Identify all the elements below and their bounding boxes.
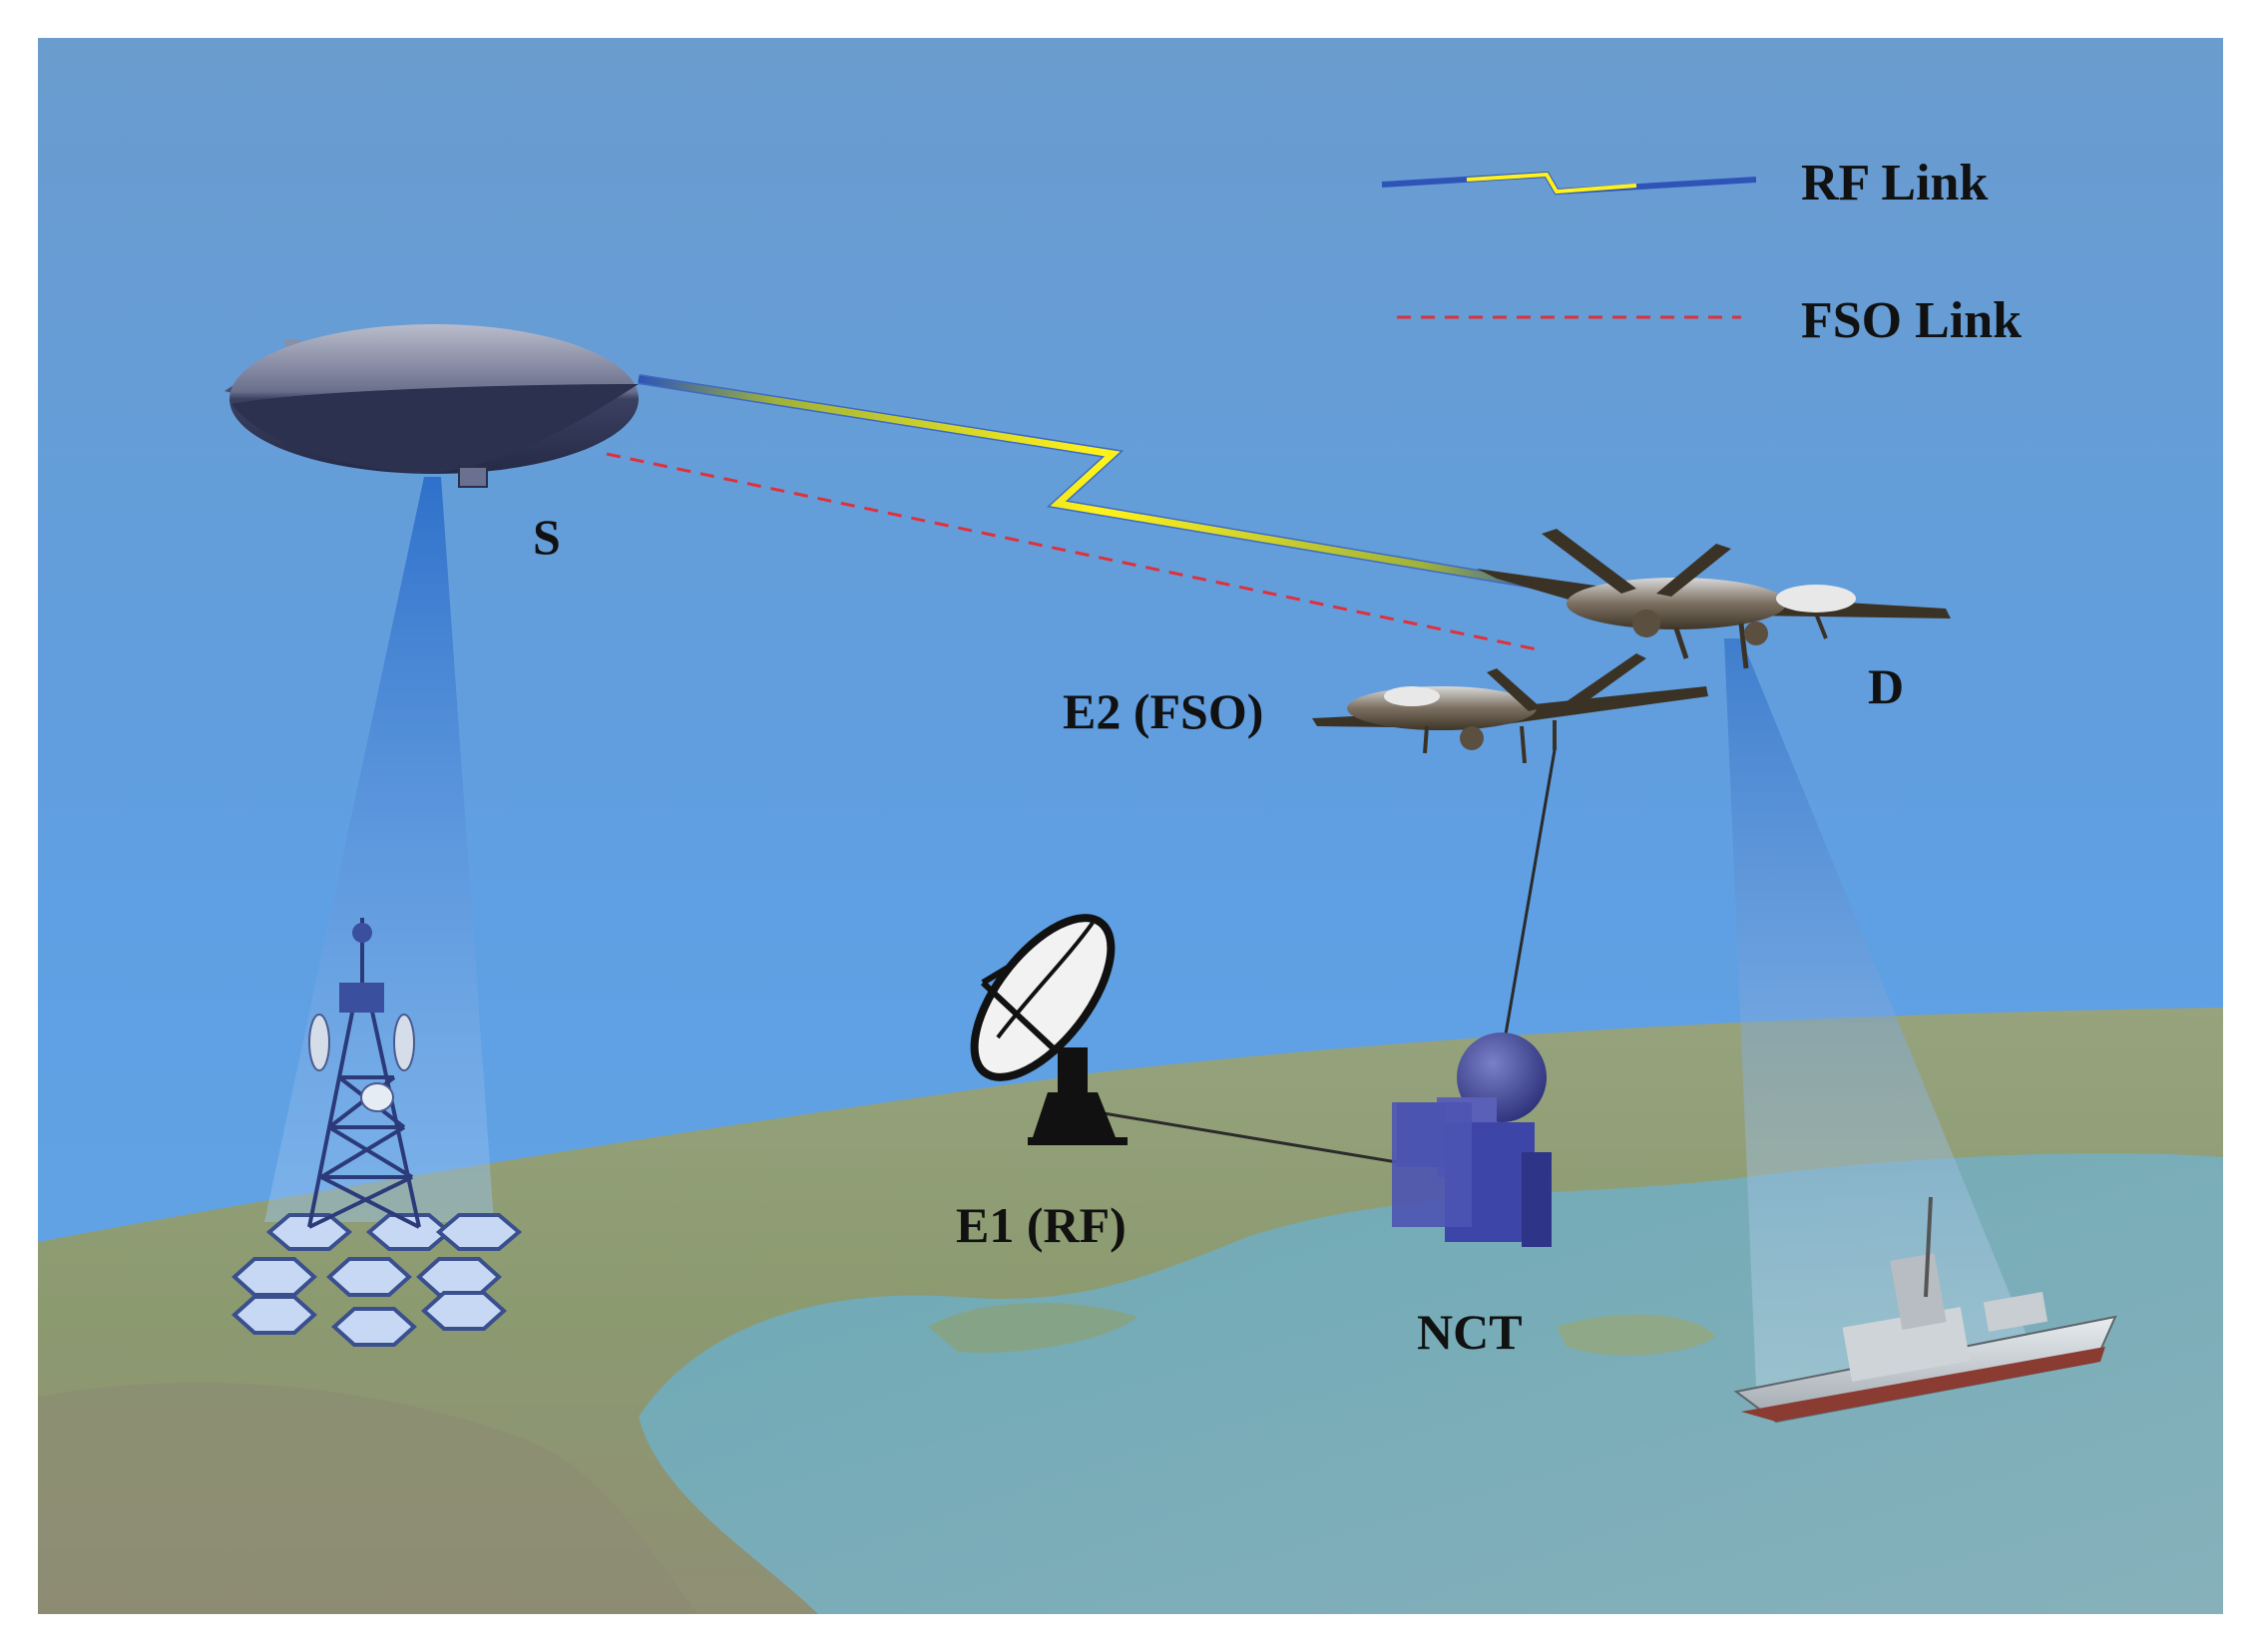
sea-island bbox=[1557, 1314, 1716, 1356]
label-s: S bbox=[533, 509, 561, 565]
airship-icon bbox=[225, 324, 639, 488]
wire-e2-nct bbox=[1500, 749, 1557, 1058]
legend-rf-label: RF Link bbox=[1801, 155, 1988, 211]
sea-inlet bbox=[928, 1303, 1137, 1353]
ship-icon bbox=[1733, 1196, 2117, 1424]
rf-link bbox=[638, 374, 1563, 594]
terminal-person-icon bbox=[1392, 1032, 1552, 1247]
uav-icon bbox=[1312, 653, 1708, 764]
satellite-dish-icon bbox=[970, 914, 1128, 1145]
legend-fso-label: FSO Link bbox=[1801, 292, 2022, 349]
cell-tower-icon bbox=[231, 918, 523, 1347]
label-nct: NCT bbox=[1417, 1304, 1523, 1360]
legend: RF Link FSO Link bbox=[1381, 155, 2022, 349]
drone-beam bbox=[1724, 638, 2035, 1387]
label-e2: E2 (FSO) bbox=[1063, 683, 1263, 739]
legend-rf-swatch bbox=[1381, 171, 1757, 196]
label-d: D bbox=[1868, 658, 1904, 714]
label-e1: E1 (RF) bbox=[956, 1197, 1127, 1253]
fso-link bbox=[606, 452, 1543, 652]
uav-icon bbox=[1477, 529, 1951, 669]
wire-e1-nct bbox=[1097, 1110, 1398, 1164]
coast-shade bbox=[38, 1382, 698, 1614]
